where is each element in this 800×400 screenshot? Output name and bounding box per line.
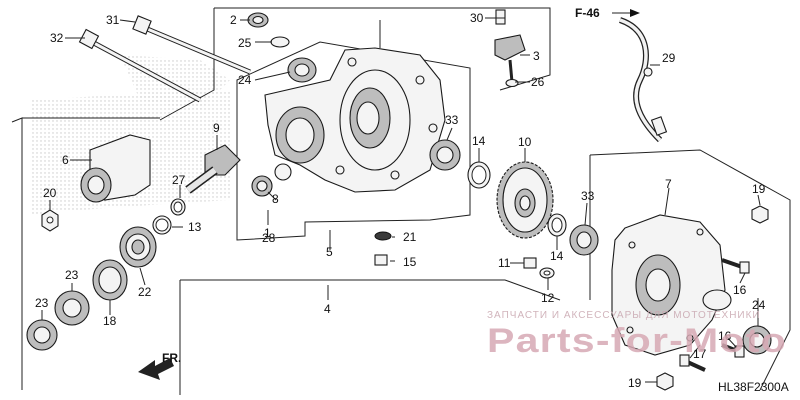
callout-23-upper: 23 [65,268,79,282]
part-20-nut [41,209,59,232]
part-23-seals [26,290,90,351]
leader-lines [41,17,761,383]
callout-16-lower: 16 [718,329,732,343]
callout-14-lower: 14 [550,249,564,263]
callout-5: 5 [326,245,333,259]
part-24-seal-upper [287,57,317,83]
callout-31: 31 [106,13,120,27]
callout-22: 22 [138,285,152,299]
section-ref: F-46 [575,6,640,20]
callout-26: 26 [531,75,545,89]
callout-7: 7 [665,177,672,191]
part-19-nuts [656,205,769,391]
front-label: FR. [162,351,181,365]
watermark-line2: Parts-for-Moto [487,322,787,360]
watermark: ЗАПЧАСТИ И АКСЕССУАРЫ ДЛЯ МОТОТЕХНИКИ Pa… [487,310,787,360]
callout-33-lower: 33 [581,189,595,203]
part-27-ring [170,198,186,216]
callout-15: 15 [403,255,417,269]
watermark-line1: ЗАПЧАСТИ И АКСЕССУАРЫ ДЛЯ МОТОТЕХНИКИ [487,310,761,321]
part-3-sensor [494,9,526,88]
part-24-seal-lower [742,325,772,355]
part-2-25-seals [247,12,290,48]
callout-4: 4 [324,302,331,316]
callout-18: 18 [103,314,117,328]
callout-24-lower: 24 [752,298,766,312]
part-33-bearing-upper [429,139,461,171]
part-18-needle-bearing [92,259,128,301]
gear-case-housing [264,47,446,193]
callout-12: 12 [541,291,555,305]
callout-20: 20 [43,186,57,200]
part-6-bearing-holder [80,134,151,203]
callout-13: 13 [188,220,202,234]
callout-3: 3 [533,49,540,63]
part-13-ring [152,215,172,235]
callout-2: 2 [230,13,237,27]
callout-11: 11 [498,256,511,270]
part-21-15 [374,231,392,266]
callout-8: 8 [272,192,279,206]
part-33-bearing-lower [569,224,599,256]
part-7-cover [611,214,732,356]
diagram-code: HL38F2300A [718,380,789,394]
callout-29: 29 [662,51,676,65]
callout-32: 32 [50,31,64,45]
callout-1: 1 [264,226,271,240]
part-29-hose [618,17,668,143]
callout-6: 6 [62,153,69,167]
part-22-bearing [119,226,157,268]
callout-10: 10 [518,135,532,149]
part-31-32-bolts [78,15,251,103]
part-14-shim-lower [547,213,567,237]
callout-24-upper: 24 [238,73,252,87]
callout-labels: 1 2 3 4 5 6 7 8 9 10 11 12 13 14 14 15 1… [35,11,766,390]
callout-19-lower: 19 [628,376,642,390]
part-14-shim-upper [467,161,491,189]
part-10-ring-gear [496,161,554,239]
part-28-8-collar [251,163,292,197]
part-16-bolts [721,258,750,358]
part-9-pinion [185,144,241,194]
callout-21: 21 [403,230,417,244]
callout-25: 25 [238,36,252,50]
callout-16-upper: 16 [733,283,747,297]
callout-17: 17 [693,347,707,361]
callout-19-upper: 19 [752,182,766,196]
callout-23-lower: 23 [35,296,49,310]
section-ref-label: F-46 [575,6,600,20]
callout-28: 28 [262,231,276,245]
front-arrow: FR. [138,351,181,380]
callout-27: 27 [172,173,186,187]
callout-14-upper: 14 [472,134,486,148]
part-17-bolt [679,354,706,372]
callout-9: 9 [213,121,220,135]
callout-33-upper: 33 [445,113,459,127]
callout-30: 30 [470,11,484,25]
part-11-12-bolt-washer [523,257,555,279]
